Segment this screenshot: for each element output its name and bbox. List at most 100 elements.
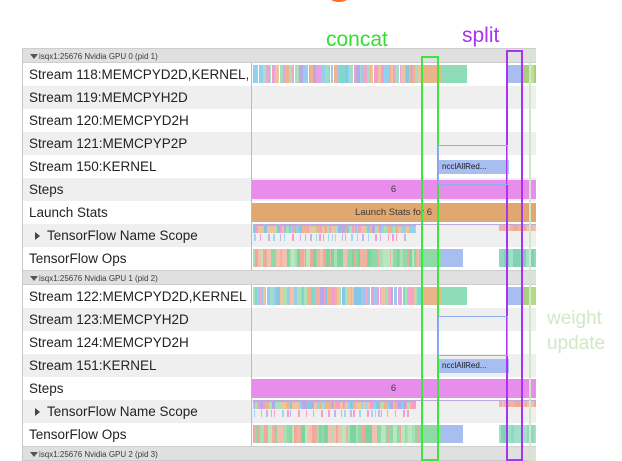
- group-header-2[interactable]: isqx1:25676 Nvidia GPU 2 (pid 3): [23, 446, 536, 461]
- trace-event-block: [354, 65, 356, 83]
- row-label[interactable]: Launch Stats: [23, 201, 248, 224]
- trace-event-block: [413, 65, 415, 83]
- trace-event-block: [274, 249, 276, 267]
- trace-rows-container: isqx1:25676 Nvidia GPU 0 (pid 1)Stream 1…: [23, 48, 536, 461]
- trace-row-track[interactable]: 6: [251, 178, 536, 201]
- trace-row-track[interactable]: ncclAllRed...: [251, 354, 536, 377]
- nccl-allreduce-event[interactable]: ncclAllRed...: [439, 160, 509, 174]
- trace-row-track[interactable]: [251, 224, 536, 247]
- name-scope-baseline: [253, 224, 536, 225]
- caret-down-icon[interactable]: [30, 452, 38, 457]
- trace-event-block: [415, 65, 418, 83]
- trace-event-block: [326, 249, 330, 267]
- trace-row[interactable]: Stream 121:MEMCPYP2P: [23, 132, 536, 155]
- trace-event-block: [255, 401, 257, 409]
- trace-event-block: [335, 234, 336, 241]
- trace-event-block: [501, 425, 503, 443]
- trace-row-track[interactable]: [251, 63, 536, 86]
- trace-event-block: [259, 425, 260, 443]
- trace-row[interactable]: Launch Stats for 6 Launch Stats: [23, 201, 536, 224]
- trace-row-track[interactable]: [251, 400, 536, 423]
- row-label[interactable]: Stream 118:MEMCPYD2D,KERNEL,ME: [23, 63, 248, 86]
- row-label[interactable]: Stream 150:KERNEL: [23, 155, 248, 178]
- timeline-span-label: Launch Stats for 6: [354, 207, 433, 218]
- row-label[interactable]: TensorFlow Name Scope: [23, 400, 248, 423]
- row-label[interactable]: TensorFlow Ops: [23, 423, 248, 446]
- trace-event-block: [401, 425, 405, 443]
- row-label[interactable]: Stream 121:MEMCPYP2P: [23, 132, 248, 155]
- trace-row[interactable]: TensorFlow Name Scope: [23, 400, 536, 423]
- trace-row-track[interactable]: [251, 247, 536, 270]
- trace-event-block: [419, 425, 441, 443]
- caret-right-icon[interactable]: [35, 232, 40, 240]
- trace-row-track[interactable]: [251, 86, 536, 109]
- row-label[interactable]: Steps: [23, 178, 248, 201]
- trace-event-block: [406, 65, 409, 83]
- trace-event-block: [285, 225, 286, 233]
- caret-right-icon[interactable]: [35, 408, 40, 416]
- trace-event-block: [293, 225, 294, 233]
- row-label[interactable]: Steps: [23, 377, 248, 400]
- row-label[interactable]: Stream 119:MEMCPYH2D: [23, 86, 248, 109]
- timeline-span-bar[interactable]: Launch Stats for 6: [251, 203, 536, 222]
- trace-row[interactable]: Stream 124:MEMCPYD2H: [23, 331, 536, 354]
- trace-event-block: [334, 249, 337, 267]
- track-divider: [251, 224, 252, 247]
- trace-event-block: [361, 287, 365, 305]
- trace-row-track[interactable]: [251, 423, 536, 446]
- caret-down-icon[interactable]: [30, 54, 38, 59]
- timeline-span-bar[interactable]: 6: [251, 180, 536, 199]
- trace-event-block: [260, 234, 261, 241]
- trace-row-track[interactable]: Launch Stats for 6: [251, 201, 536, 224]
- trace-event-block: [356, 401, 359, 409]
- trace-row-track[interactable]: 6: [251, 377, 536, 400]
- trace-row-track[interactable]: ncclAllRed...: [251, 155, 536, 178]
- trace-row[interactable]: ncclAllRed... Stream 150:KERNEL: [23, 155, 536, 178]
- group-header-1[interactable]: isqx1:25676 Nvidia GPU 1 (pid 2): [23, 270, 536, 285]
- trace-row[interactable]: TensorFlow Ops: [23, 247, 536, 270]
- trace-row[interactable]: TensorFlow Ops: [23, 423, 536, 446]
- group-header-0[interactable]: isqx1:25676 Nvidia GPU 0 (pid 1): [23, 48, 536, 63]
- timeline-span-bar[interactable]: 6: [251, 379, 536, 398]
- trace-event-block: [292, 234, 294, 241]
- trace-row[interactable]: TensorFlow Name Scope: [23, 224, 536, 247]
- trace-row-track[interactable]: [251, 285, 536, 308]
- trace-event-block: [506, 425, 511, 443]
- trace-row-track[interactable]: [251, 132, 536, 155]
- annotation-weight-update: weight update: [547, 306, 605, 356]
- row-label[interactable]: Stream 124:MEMCPYD2H: [23, 331, 248, 354]
- nccl-allreduce-event[interactable]: ncclAllRed...: [439, 359, 509, 373]
- trace-viewer-panel[interactable]: isqx1:25676 Nvidia GPU 0 (pid 1)Stream 1…: [22, 48, 536, 461]
- trace-row[interactable]: ncclAllRed... Stream 151:KERNEL: [23, 354, 536, 377]
- trace-event-block: [341, 410, 342, 417]
- trace-row[interactable]: Stream 122:MEMCPYD2D,KERNEL,MI: [23, 285, 536, 308]
- trace-event-block: [361, 65, 364, 83]
- row-label[interactable]: Stream 123:MEMCPYH2D: [23, 308, 248, 331]
- trace-event-block: [337, 65, 339, 83]
- caret-down-icon[interactable]: [30, 276, 38, 281]
- row-label[interactable]: Stream 120:MEMCPYD2H: [23, 109, 248, 132]
- trace-event-block: [499, 225, 501, 231]
- row-label[interactable]: Stream 122:MEMCPYD2D,KERNEL,MI: [23, 285, 248, 308]
- trace-event-block: [304, 249, 305, 267]
- trace-event-block: [331, 287, 335, 305]
- trace-event-block: [262, 287, 263, 305]
- trace-event-block: [258, 425, 259, 443]
- row-label[interactable]: TensorFlow Ops: [23, 247, 248, 270]
- trace-row-track[interactable]: [251, 331, 536, 354]
- row-label-background: [23, 331, 248, 354]
- trace-row[interactable]: Stream 118:MEMCPYD2D,KERNEL,ME: [23, 63, 536, 86]
- trace-event-block: [266, 65, 270, 83]
- trace-row-track[interactable]: [251, 308, 536, 331]
- trace-row-track[interactable]: [251, 109, 536, 132]
- row-label[interactable]: Stream 151:KERNEL: [23, 354, 248, 377]
- row-label[interactable]: TensorFlow Name Scope: [23, 224, 248, 247]
- trace-row[interactable]: Stream 120:MEMCPYD2H: [23, 109, 536, 132]
- trace-row[interactable]: Stream 123:MEMCPYH2D: [23, 308, 536, 331]
- trace-event-block: [365, 425, 366, 443]
- trace-row[interactable]: Stream 119:MEMCPYH2D: [23, 86, 536, 109]
- trace-event-block: [361, 225, 362, 233]
- trace-event-block: [358, 249, 360, 267]
